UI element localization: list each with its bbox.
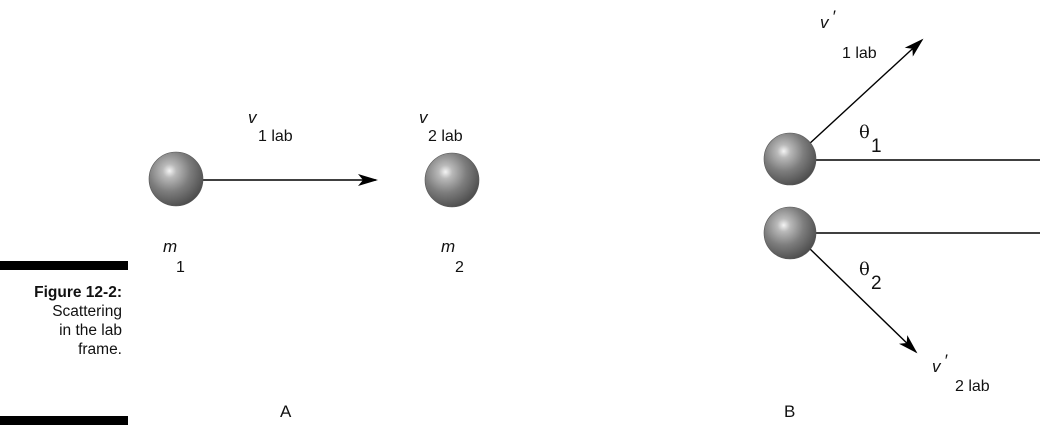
figure-description: Scattering in the lab frame. bbox=[52, 303, 122, 358]
panel-a-v2-symbol: v bbox=[419, 108, 429, 127]
panel-b-v1-subscript: 1 lab bbox=[842, 45, 877, 62]
panel-a-m2-symbol: m bbox=[441, 237, 455, 256]
panel-a-v1-symbol: v bbox=[248, 108, 258, 127]
panel-a-label: A bbox=[280, 402, 292, 421]
panel-b-theta2-symbol: θ bbox=[859, 259, 870, 280]
panel-a-m1-symbol: m bbox=[163, 237, 177, 256]
panel-a-v2-subscript: 2 lab bbox=[428, 128, 463, 145]
panel-b-v2-prime: ′ bbox=[944, 351, 948, 370]
panel-b-label: B bbox=[784, 402, 795, 421]
caption-top-bar bbox=[0, 261, 128, 270]
velocity1-prime-arrow bbox=[807, 38, 924, 146]
panel-a-v1-subscript: 1 lab bbox=[258, 128, 293, 145]
mass1-ball bbox=[148, 151, 204, 207]
panel-b-theta1-symbol: θ bbox=[859, 122, 870, 143]
panel-a-m2-subscript: 2 bbox=[455, 259, 464, 276]
figure-label: Figure 12-2: bbox=[34, 284, 122, 301]
caption-text: Figure 12-2: Scattering in the lab frame… bbox=[0, 283, 122, 359]
panel-a: v 1 lab v 2 lab m 1 m 2 A bbox=[148, 108, 480, 421]
mass2-ball-scattered bbox=[763, 206, 817, 260]
panel-b-v2-symbol: v bbox=[932, 357, 942, 376]
panel-b-v1-prime: ′ bbox=[832, 7, 836, 26]
panel-b-theta2-subscript: 2 bbox=[871, 273, 882, 294]
panel-b-theta1-subscript: 1 bbox=[871, 136, 882, 157]
panel-a-m1-subscript: 1 bbox=[176, 259, 185, 276]
caption-bottom-bar bbox=[0, 416, 128, 425]
panel-b-v2-subscript: 2 lab bbox=[955, 378, 990, 395]
velocity2-prime-arrow bbox=[807, 246, 918, 354]
figure-caption: Figure 12-2: Scattering in the lab frame… bbox=[0, 261, 128, 429]
mass2-ball bbox=[424, 152, 480, 208]
mass1-ball-scattered bbox=[763, 132, 817, 186]
panel-b-v1-symbol: v bbox=[820, 13, 830, 32]
panel-b: v ′ 1 lab v ′ 2 lab θ 1 θ 2 B bbox=[763, 7, 1040, 421]
